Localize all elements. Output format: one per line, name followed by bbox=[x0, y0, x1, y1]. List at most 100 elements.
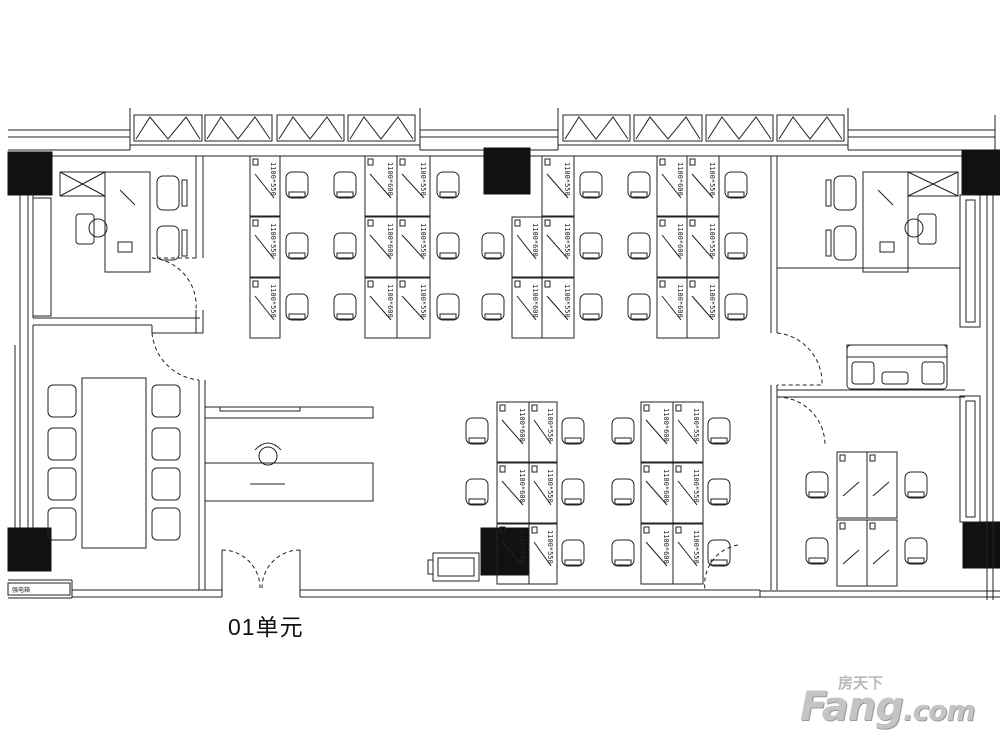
desk bbox=[686, 216, 720, 278]
monitor bbox=[691, 234, 714, 260]
monitor bbox=[677, 480, 698, 506]
chair-back bbox=[564, 559, 582, 566]
monitor bbox=[546, 295, 569, 321]
chair bbox=[707, 417, 731, 445]
desk-size-label: 1100*600 bbox=[386, 162, 394, 196]
chair-back bbox=[582, 191, 600, 198]
desk bbox=[528, 462, 558, 524]
desk bbox=[836, 519, 868, 587]
monitor bbox=[691, 173, 714, 199]
chair-back bbox=[288, 313, 306, 320]
meeting-room bbox=[47, 377, 181, 549]
chair-back bbox=[614, 437, 632, 444]
electric-meter-box: 强电箱 bbox=[7, 582, 71, 596]
phone bbox=[689, 280, 696, 288]
meter-label: 强电箱 bbox=[12, 586, 30, 594]
phone bbox=[643, 526, 650, 534]
chair-back bbox=[288, 252, 306, 259]
right-office-furniture bbox=[825, 171, 959, 273]
monitor bbox=[661, 173, 682, 199]
phone bbox=[499, 526, 506, 534]
desk-size-label: 1100*550 bbox=[692, 469, 700, 503]
watermark-cn: 房天下 bbox=[838, 674, 884, 692]
monitor bbox=[546, 234, 569, 260]
chair bbox=[611, 417, 635, 445]
desk bbox=[396, 216, 431, 278]
monitor bbox=[546, 173, 569, 199]
chair bbox=[561, 478, 585, 506]
desk bbox=[511, 277, 543, 339]
chair-back bbox=[710, 498, 728, 505]
desk bbox=[249, 216, 281, 278]
phone bbox=[499, 404, 506, 412]
monitor bbox=[516, 234, 537, 260]
chair-back bbox=[484, 313, 502, 320]
monitor bbox=[842, 549, 860, 565]
phone bbox=[869, 454, 876, 462]
chair bbox=[805, 471, 829, 499]
phone bbox=[689, 219, 696, 227]
phone bbox=[839, 522, 846, 530]
desk bbox=[866, 519, 898, 587]
watermark: 房天下 Fang.com bbox=[800, 672, 990, 732]
chair-back bbox=[907, 491, 925, 498]
desk-size-label: 1100*550 bbox=[692, 530, 700, 564]
chair-back bbox=[439, 252, 457, 259]
desk bbox=[686, 155, 720, 217]
monitor bbox=[401, 295, 425, 321]
chair bbox=[333, 293, 357, 321]
chair bbox=[285, 293, 309, 321]
chair bbox=[724, 293, 748, 321]
monitor bbox=[369, 295, 392, 321]
phone bbox=[252, 158, 259, 166]
monitor bbox=[401, 173, 425, 199]
phone bbox=[544, 219, 551, 227]
desk-size-label: 1100*600 bbox=[531, 284, 539, 318]
phone bbox=[367, 158, 374, 166]
monitor bbox=[661, 295, 682, 321]
chair bbox=[333, 232, 357, 260]
chair-back bbox=[564, 498, 582, 505]
chair bbox=[579, 232, 603, 260]
phone bbox=[499, 465, 506, 473]
monitor bbox=[254, 173, 275, 199]
monitor bbox=[645, 419, 668, 445]
monitor bbox=[516, 295, 537, 321]
phone bbox=[675, 526, 682, 534]
chair bbox=[465, 417, 489, 445]
chair-back bbox=[336, 313, 354, 320]
desk-size-label: 1100*600 bbox=[662, 530, 670, 564]
chair bbox=[724, 232, 748, 260]
chair-back bbox=[727, 191, 745, 198]
desk-size-label: 1100*600 bbox=[531, 223, 539, 257]
desk-size-label: 1100*550 bbox=[563, 223, 571, 257]
chair-back bbox=[564, 437, 582, 444]
watermark-en-com: .com bbox=[902, 694, 976, 727]
phone bbox=[367, 280, 374, 288]
structural-columns bbox=[7, 147, 1000, 576]
chair bbox=[481, 232, 505, 260]
phone bbox=[689, 158, 696, 166]
chair-back bbox=[439, 191, 457, 198]
chair bbox=[707, 478, 731, 506]
chair bbox=[561, 417, 585, 445]
phone bbox=[399, 158, 406, 166]
unit-label: 01单元 bbox=[228, 614, 304, 640]
desk bbox=[672, 401, 704, 463]
monitor bbox=[842, 481, 860, 497]
desk-size-label: 1100*600 bbox=[662, 469, 670, 503]
desk bbox=[396, 277, 431, 339]
phone bbox=[659, 158, 666, 166]
phone bbox=[367, 219, 374, 227]
phone bbox=[252, 219, 259, 227]
phone bbox=[252, 280, 259, 288]
monitor bbox=[645, 480, 668, 506]
chair-back bbox=[727, 252, 745, 259]
chair-back bbox=[582, 252, 600, 259]
chair-back bbox=[630, 191, 648, 198]
chair-back bbox=[614, 498, 632, 505]
phone bbox=[839, 454, 846, 462]
chair-back bbox=[614, 559, 632, 566]
chair-back bbox=[336, 252, 354, 259]
desk-size-label: 1100*550 bbox=[708, 284, 716, 318]
